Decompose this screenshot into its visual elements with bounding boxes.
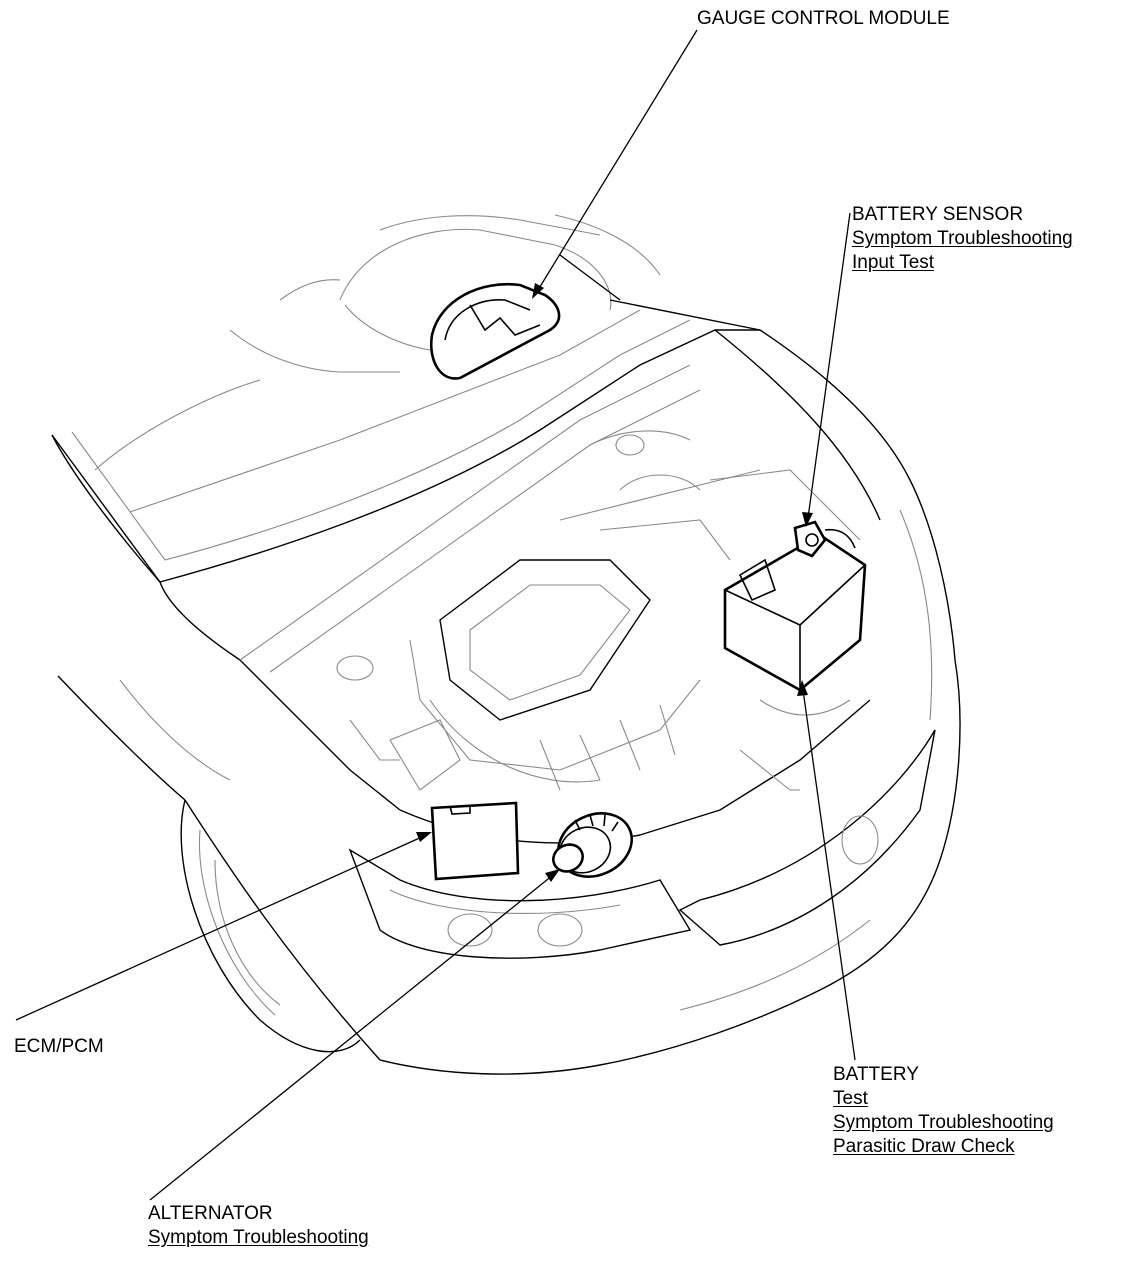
gauge-control-module-label-block: GAUGE CONTROL MODULE	[697, 7, 950, 31]
engine-bay	[239, 364, 861, 791]
vehicle-body-outline	[57, 329, 961, 1075]
leader-line-ecm-pcm	[15, 832, 432, 1021]
gauge-control-module-title: GAUGE CONTROL MODULE	[697, 8, 950, 29]
battery-parasitic-draw-check-link[interactable]: Parasitic Draw Check	[833, 1136, 1015, 1157]
gauge-control-module-component	[429, 282, 561, 380]
vehicle-interior-outline	[94, 214, 661, 471]
battery-component	[723, 533, 867, 692]
ecm-pcm-label-block: ECM/PCM	[14, 1035, 104, 1059]
alternator-symptom-troubleshooting-link[interactable]: Symptom Troubleshooting	[148, 1227, 369, 1248]
alternator-component	[552, 812, 633, 878]
leader-line-battery-sensor	[802, 212, 851, 527]
battery-sensor-input-test-link[interactable]: Input Test	[852, 252, 935, 273]
battery-title: BATTERY	[833, 1064, 919, 1085]
headlight-left	[348, 848, 692, 959]
battery-sensor-title: BATTERY SENSOR	[852, 204, 1024, 225]
headlight-right	[678, 729, 936, 946]
battery-sensor-symptom-troubleshooting-link[interactable]: Symptom Troubleshooting	[852, 228, 1073, 249]
leader-line-battery	[797, 680, 856, 1061]
front-wheel	[180, 799, 361, 1053]
battery-symptom-troubleshooting-link[interactable]: Symptom Troubleshooting	[833, 1112, 1054, 1133]
battery-label-block: BATTERY Test Symptom Troubleshooting Par…	[833, 1063, 1054, 1159]
battery-sensor-component	[793, 520, 856, 558]
alternator-title: ALTERNATOR	[148, 1203, 273, 1224]
leader-line-gauge-control-module	[532, 29, 698, 299]
alternator-label-block: ALTERNATOR Symptom Troubleshooting	[148, 1202, 369, 1250]
hood-outline	[51, 254, 761, 583]
ecm-pcm-component	[430, 801, 520, 881]
battery-sensor-label-block: BATTERY SENSOR Symptom Troubleshooting I…	[852, 203, 1073, 275]
leader-line-alternator	[149, 869, 560, 1201]
battery-test-link[interactable]: Test	[833, 1088, 868, 1109]
ecm-pcm-title: ECM/PCM	[14, 1036, 104, 1057]
